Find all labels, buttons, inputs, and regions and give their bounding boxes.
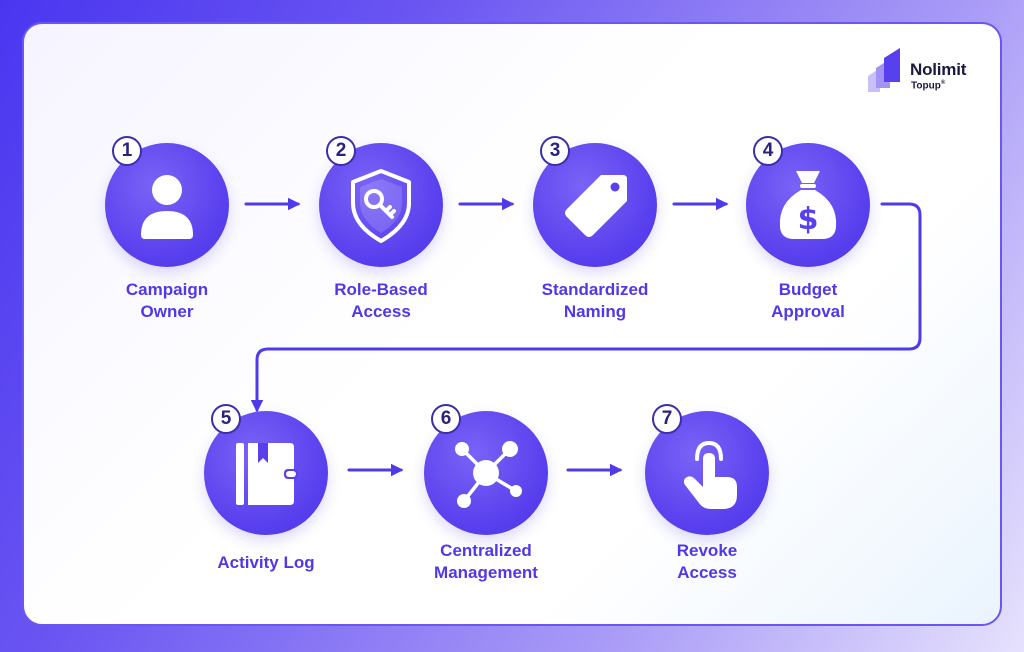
step-7-label: Revoke Access [676,541,738,582]
money-bag-icon: $ [779,171,837,239]
user-icon [141,175,193,239]
step-7: 7 Revoke Access [597,404,817,604]
step-5-label: Activity Log [217,553,315,572]
step-4-label: Budget Approval [771,280,845,321]
logo-mark-icon [868,48,900,92]
step-3-circle [533,143,657,267]
svg-text:$: $ [798,202,819,237]
step-6: 6 Centralized Management [376,404,596,604]
step-3-badge: 3 [540,136,570,166]
brand-logo: Nolimit Topup® [866,48,986,96]
step-2-badge: 2 [326,136,356,166]
step-1-label: Campaign Owner [125,280,209,321]
step-6-badge: 6 [431,404,461,434]
step-1-badge: 1 [112,136,142,166]
step-6-label: Centralized Management [434,541,538,582]
brand-sub: Topup® [911,80,946,92]
shield-key-icon [351,169,411,243]
step-2: 2 Role-Based Access [271,136,491,336]
step-4: $ 4 Budget Approval [698,136,918,336]
brand-name: Nolimit [910,60,967,79]
step-2-label: Role-Based Access [334,280,428,321]
arrow-4-5 [250,202,922,413]
step-1: 1 Campaign Owner [57,136,277,336]
notebook-icon [236,443,298,505]
network-icon [455,441,522,508]
finger-tap-icon [683,440,737,509]
step-5: 5 Activity Log [156,404,376,604]
tag-icon [565,175,627,237]
step-3: 3 Standardized Naming [485,136,705,336]
step-5-badge: 5 [211,404,241,434]
step-4-badge: 4 [753,136,783,166]
step-3-label: Standardized Naming [541,280,649,321]
step-7-badge: 7 [652,404,682,434]
